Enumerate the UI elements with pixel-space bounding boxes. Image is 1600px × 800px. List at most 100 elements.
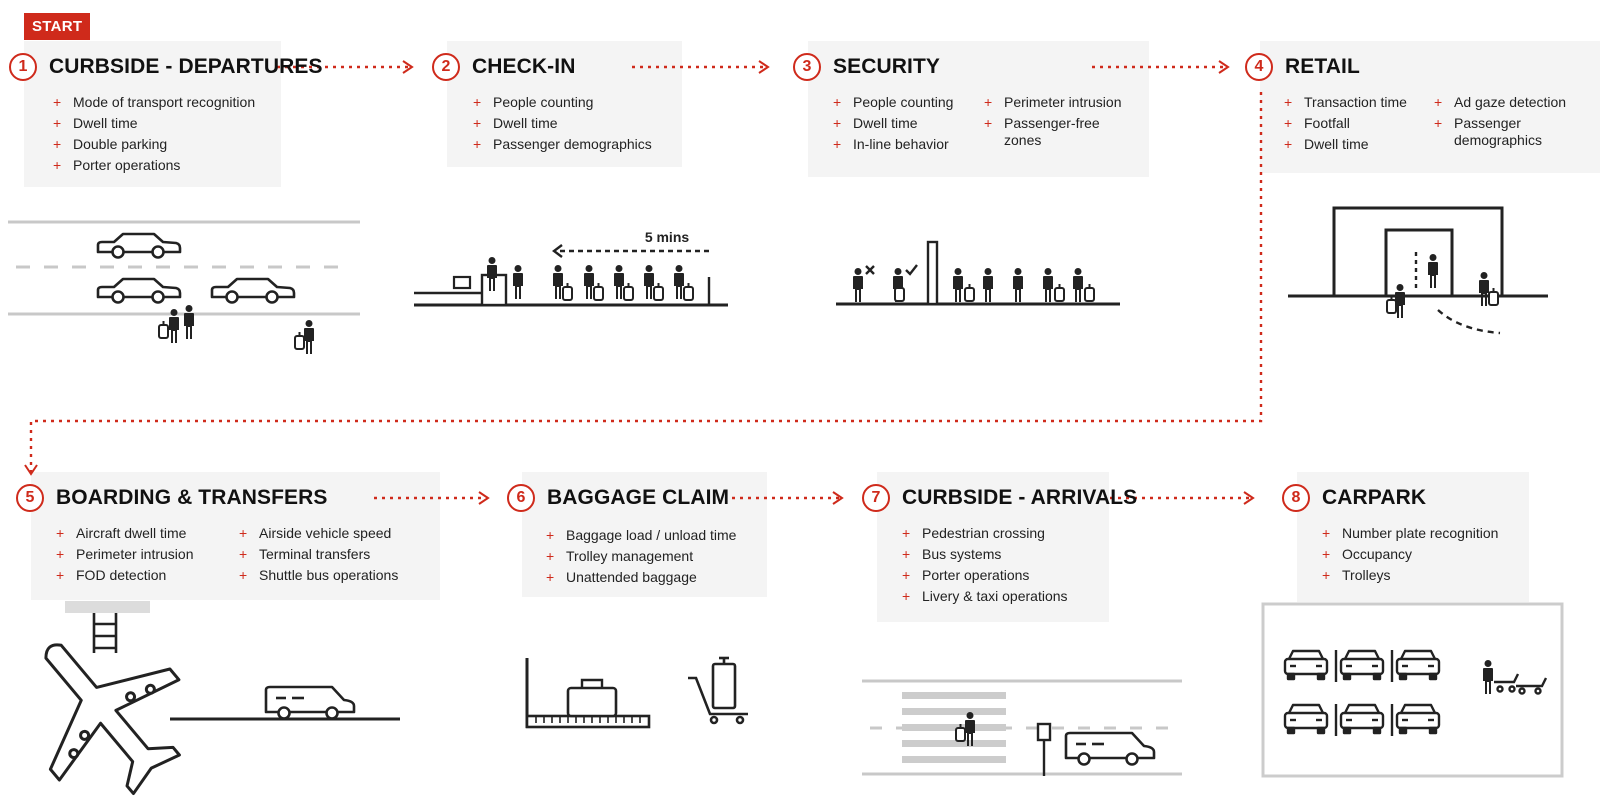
stage-7-title: CURBSIDE - ARRIVALS [902,486,1138,509]
airplane-icon [44,643,181,796]
list-item: FOD detection [56,567,226,584]
stage-2-number: 2 [432,53,460,81]
stage-6-items: Baggage load / unload time Trolley manag… [546,527,761,590]
car-icon [1395,649,1441,681]
luggage-icon [683,282,694,301]
boarding-illustration [44,601,400,796]
list-item: Dwell time [473,115,673,132]
list-item: Pedestrian crossing [902,525,1102,542]
stage-4-header: 4 RETAIL [1245,53,1360,81]
list-item: Aircraft dwell time [56,525,226,542]
person-icon [1043,268,1053,302]
person-icon [614,265,624,299]
list-item: Footfall [1284,115,1424,132]
person-icon [1073,268,1083,302]
stage-4-number: 4 [1245,53,1273,81]
list-item: Passenger demographics [473,136,673,153]
person-icon [853,268,863,302]
list-item: Transaction time [1284,94,1424,111]
curbside-arrivals-illustration [862,679,1182,776]
curbside-departures-illustration [8,220,360,354]
stage-6-title: BAGGAGE CLAIM [547,486,730,509]
luggage-icon [1084,283,1095,302]
list-item: Trolley management [546,548,761,565]
stage-8-items: Number plate recognition Occupancy Troll… [1322,525,1522,588]
car-icon [1283,649,1329,681]
person-icon [1483,660,1493,694]
check-in-illustration: 5 mins [414,229,728,307]
list-item: Double parking [53,136,278,153]
car-icon [1283,703,1329,735]
car-icon [1395,703,1441,735]
stage-4-items-col2: Ad gaze detection Passenger demographics [1434,94,1594,153]
baggage-claim-illustration [525,656,748,729]
list-item: Airside vehicle speed [239,525,434,542]
list-item: Dwell time [1284,136,1424,153]
crosswalk-icon [902,692,1006,763]
car-icon [210,277,296,304]
stage-7-number: 7 [862,484,890,512]
list-item: Perimeter intrusion [56,546,226,563]
arrow-4-5 [24,92,1263,476]
bus-stop-sign-icon [1036,722,1052,742]
list-item: Perimeter intrusion [984,94,1134,111]
luggage-icon [1054,283,1065,302]
list-item: Passenger demographics [1434,115,1564,149]
list-item: Ad gaze detection [1434,94,1594,111]
start-badge: START [24,13,91,40]
stage-5-items-col1: Aircraft dwell time Perimeter intrusion … [56,525,226,588]
car-icon [96,232,182,259]
stage-7-header: 7 CURBSIDE - ARRIVALS [862,484,1137,512]
luggage-icon [158,320,169,339]
stage-3-items-col2: Perimeter intrusion Passenger-free zones [984,94,1134,153]
stage-5-header: 5 BOARDING & TRANSFERS [16,484,328,512]
luggage-icon [623,282,634,301]
stage-7-items: Pedestrian crossing Bus systems Porter o… [902,525,1102,609]
luggage-icon [964,283,975,302]
person-icon [553,265,563,299]
stage-3-header: 3 SECURITY [793,53,940,81]
list-item: Passenger-free zones [984,115,1124,149]
stage-3-title: SECURITY [833,55,940,78]
retail-illustration [1288,206,1548,335]
stage-3-items-col1: People counting Dwell time In-line behav… [833,94,978,157]
list-item: Dwell time [833,115,978,132]
stage-8-title: CARPARK [1322,486,1427,509]
luggage-icon [1386,295,1397,314]
stage-5-items-col2: Airside vehicle speed Terminal transfers… [239,525,434,588]
stage-2-title: CHECK-IN [472,55,576,78]
person-icon [644,265,654,299]
list-item: Shuttle bus operations [239,567,434,584]
person-icon [953,268,963,302]
list-item: Baggage load / unload time [546,527,761,544]
stage-8-header: 8 CARPARK [1282,484,1426,512]
person-icon [1479,272,1489,306]
queue-time-label: 5 mins [645,229,690,245]
person-icon [674,265,684,299]
person-icon [983,268,993,302]
trolley-icon [1494,673,1548,695]
list-item: People counting [473,94,673,111]
list-item: Porter operations [53,157,278,174]
bus-icon [1064,731,1156,766]
stage-8-number: 8 [1282,484,1310,512]
car-icon [1339,649,1385,681]
carpark-illustration [1261,602,1564,778]
stage-1-header: 1 CURBSIDE - DEPARTURES [9,53,323,81]
stage-1-items: Mode of transport recognition Dwell time… [53,94,278,178]
list-item: Occupancy [1322,546,1522,563]
stage-5-title: BOARDING & TRANSFERS [56,486,328,509]
stage-1-title: CURBSIDE - DEPARTURES [49,55,323,78]
stage-4-items-col1: Transaction time Footfall Dwell time [1284,94,1424,157]
stage-4-title: RETAIL [1285,55,1360,78]
shuttle-bus-icon [264,685,356,720]
stage-6-header: 6 BAGGAGE CLAIM [507,484,729,512]
luggage-icon [1488,287,1499,306]
scanner-gate-icon [926,240,939,306]
list-item: People counting [833,94,978,111]
list-item: Terminal transfers [239,546,434,563]
suitcase-icon [566,686,618,718]
luggage-icon [593,282,604,301]
list-item: Mode of transport recognition [53,94,278,111]
